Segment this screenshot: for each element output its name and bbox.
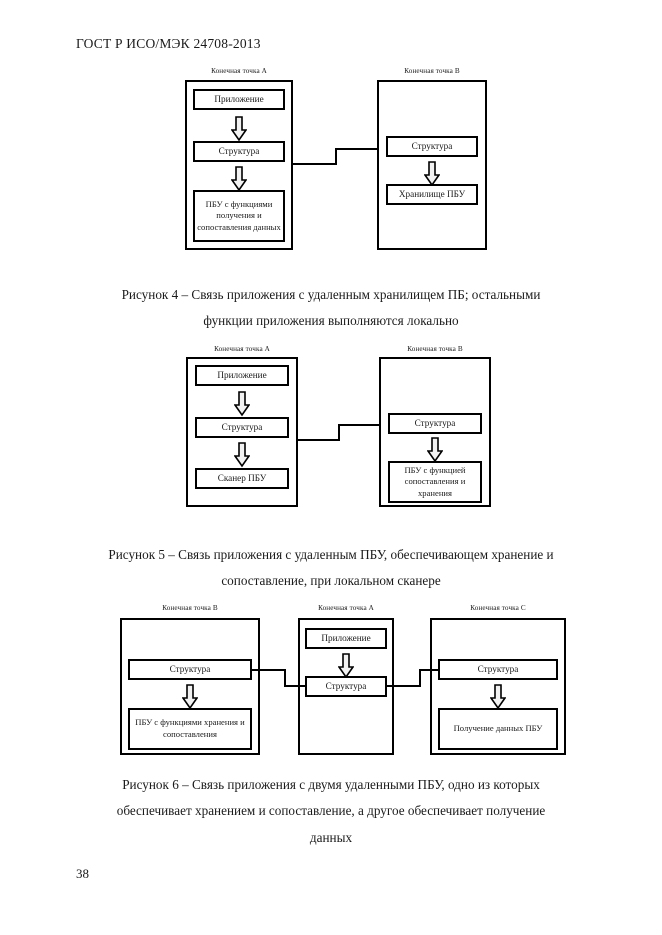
figure-5-caption: Рисунок 5 – Связь приложения с удаленным… [76, 542, 586, 595]
figure-4-connector-segment [293, 163, 337, 165]
figure-6-caption-line-3: данных [309, 829, 353, 845]
figure-6: Конечная точка В Структура ПБУ с функция… [120, 604, 566, 755]
arrow-down-icon [231, 116, 247, 142]
figure-5-endpoint-b-node-structure: Структура [388, 413, 482, 434]
figure-6-endpoint-c-node-bsp-acquire: Получение данных ПБУ [438, 708, 558, 750]
figure-4-endpoint-a-node-application: Приложение [193, 89, 285, 110]
figure-5-endpoint-b-node-bsp-match-store: ПБУ с функцией сопоставления и хранения [388, 461, 482, 503]
figure-4-caption: Рисунок 4 – Связь приложения с удаленным… [76, 282, 586, 335]
figure-6-connector-left-segment [284, 685, 307, 687]
figure-5-endpoint-a-label: Конечная точка А [214, 345, 270, 353]
figure-5-caption-line-2: сопоставление, при локальном сканере [221, 573, 441, 589]
figure-4-connector-segment [335, 148, 379, 150]
figure-5-connector-segment [298, 439, 340, 441]
figure-6-connector-left-segment [252, 669, 286, 671]
figure-4-endpoint-a-label: Конечная точка А [211, 67, 267, 75]
figure-4-connector-segment [335, 148, 337, 165]
arrow-down-icon [234, 442, 250, 468]
document-header: ГОСТ Р ИСО/МЭК 24708-2013 [76, 36, 261, 51]
figure-4-endpoint-a-node-bsp-acquire-match: ПБУ с функциями получения и сопоставлени… [193, 190, 285, 242]
figure-6-connector-right-segment [419, 669, 421, 687]
figure-6-connector-right-segment [419, 669, 440, 671]
page-number: 38 [76, 866, 89, 881]
figure-5-caption-line-1: Рисунок 5 – Связь приложения с удаленным… [108, 547, 554, 562]
figure-6-endpoint-b-node-bsp-store-match: ПБУ с функциями хранения и сопоставления [128, 708, 252, 750]
figure-4-endpoint-b-node-bsp-storage: Хранилище ПБУ [386, 184, 478, 205]
figure-6-endpoint-a-node-structure: Структура [305, 676, 387, 697]
figure-6-caption: Рисунок 6 – Связь приложения с двумя уда… [76, 772, 586, 851]
arrow-down-icon [490, 684, 506, 710]
arrow-down-icon [424, 161, 440, 187]
figure-4-endpoint-b-node-structure: Структура [386, 136, 478, 157]
figure-5-endpoint-a-node-bsp-scanner: Сканер ПБУ [195, 468, 289, 489]
figure-6-connector-left-segment [284, 669, 286, 687]
figure-6-endpoint-c-label: Конечная точка С [470, 604, 526, 612]
figure-6-endpoint-a-label: Конечная точка А [318, 604, 374, 612]
arrow-down-icon [234, 391, 250, 417]
figure-5-endpoint-a-node-structure: Структура [195, 417, 289, 438]
figure-4-endpoint-b-label: Конечная точка В [404, 67, 460, 75]
figure-5-connector-segment [338, 424, 340, 441]
figure-6-endpoint-a-node-application: Приложение [305, 628, 387, 649]
figure-5: Конечная точка А Приложение Структура Ск… [186, 345, 491, 507]
figure-6-endpoint-b-label: Конечная точка В [162, 604, 218, 612]
figure-6-caption-line-1: Рисунок 6 – Связь приложения с двумя уда… [122, 777, 540, 792]
arrow-down-icon [182, 684, 198, 710]
figure-6-endpoint-c-node-structure: Структура [438, 659, 558, 680]
figure-4-caption-line-1: Рисунок 4 – Связь приложения с удаленным… [121, 287, 541, 302]
arrow-down-icon [427, 437, 443, 463]
figure-4-caption-line-2: функции приложения выполняются локально [203, 313, 459, 329]
figure-4: Конечная точка А Приложение Структура ПБ… [0, 0, 662, 260]
figure-6-connector-right-segment [387, 685, 421, 687]
arrow-down-icon [231, 166, 247, 192]
figure-5-endpoint-b-label: Конечная точка В [407, 345, 463, 353]
figure-6-endpoint-b-node-structure: Структура [128, 659, 252, 680]
figure-5-endpoint-a-node-application: Приложение [195, 365, 289, 386]
figure-6-caption-line-2: обеспечивает хранением и сопоставление, … [116, 803, 546, 819]
arrow-down-icon [338, 653, 354, 679]
figure-4-endpoint-a-node-structure: Структура [193, 141, 285, 162]
figure-5-connector-segment [338, 424, 381, 426]
